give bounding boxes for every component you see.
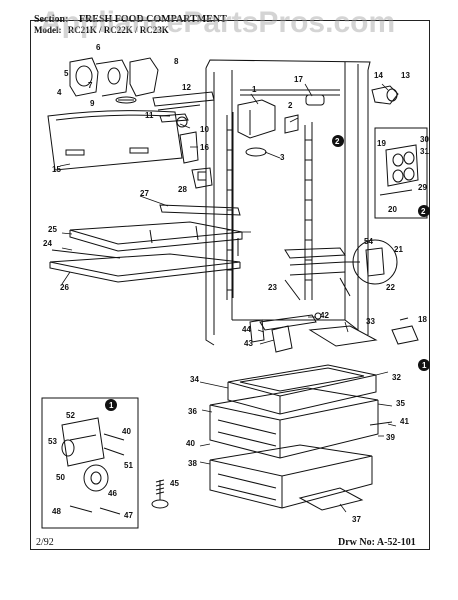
callout-24: 24 (43, 239, 52, 248)
watermark: AppliancePartsPros.com (40, 6, 396, 39)
callout-39: 39 (386, 433, 395, 442)
callout-42: 42 (320, 311, 329, 320)
callout-19: 19 (377, 139, 386, 148)
callout-22: 22 (386, 283, 395, 292)
callout-4: 4 (57, 88, 62, 97)
control-bar (152, 91, 215, 111)
callout-8: 8 (174, 57, 179, 66)
diagram-frame (30, 20, 430, 550)
callout-51: 51 (124, 461, 133, 470)
callout-15: 15 (52, 165, 61, 174)
callout-34: 34 (190, 375, 199, 384)
section-header: Section: FRESH FOOD COMPARTMENT (34, 14, 227, 25)
ref-marker-1a: 1 (422, 361, 427, 370)
model-text: RC21K / RC22K / RC23K (67, 25, 169, 35)
callout-9: 9 (90, 99, 95, 108)
part-callouts: 4 5 6 7 8 9 10 11 12 13 14 15 16 17 18 1… (43, 43, 429, 524)
callout-10: 10 (200, 125, 209, 134)
callout-23: 23 (268, 283, 277, 292)
section-label: Section: (34, 14, 69, 25)
glass-shelf (49, 204, 243, 283)
callout-3: 3 (280, 153, 285, 162)
callout-43: 43 (244, 339, 253, 348)
callout-35: 35 (396, 399, 405, 408)
callout-45: 45 (170, 479, 179, 488)
ref-marker-1b: 1 (109, 401, 114, 410)
reference-markers (105, 135, 430, 411)
callout-5: 5 (64, 69, 69, 78)
hinge-bracket (371, 85, 399, 105)
liner-rails (284, 247, 351, 301)
callout-1: 1 (252, 85, 257, 94)
clip-detail-circle (345, 239, 398, 285)
drawing-number: Drw No: A-52-101 (338, 537, 416, 548)
control-housing (237, 99, 276, 157)
callout-41: 41 (400, 417, 409, 426)
callout-28: 28 (178, 185, 187, 194)
callout-21: 21 (394, 245, 403, 254)
section-title: FRESH FOOD COMPARTMENT (78, 14, 227, 25)
callout-40: 40 (186, 439, 195, 448)
damper-detail-inset (374, 127, 428, 219)
leveling-leg (151, 479, 169, 509)
callout-30: 30 (420, 135, 429, 144)
callout-25: 25 (48, 225, 57, 234)
callout-11: 11 (145, 111, 154, 120)
callout-20: 20 (388, 205, 397, 214)
leader-lines (59, 83, 397, 513)
callout-46: 46 (108, 489, 117, 498)
callout-53: 53 (48, 437, 57, 446)
callout-29: 29 (418, 183, 427, 192)
drawer-frame-bar (249, 312, 322, 353)
ref-marker-2a: 2 (335, 137, 340, 146)
callout-27: 27 (140, 189, 149, 198)
callout-18: 18 (418, 315, 427, 324)
callout-44: 44 (242, 325, 251, 334)
ref-marker-2b: 2 (421, 207, 426, 216)
callout-6: 6 (96, 43, 101, 52)
callout-13: 13 (401, 71, 410, 80)
roller-inset (41, 397, 139, 529)
model-header: Model: RC21K / RC22K / RC23K (34, 25, 169, 35)
callout-16: 16 (200, 143, 209, 152)
callout-26: 26 (60, 283, 69, 292)
middle-drawer (209, 387, 393, 459)
callout-50: 50 (56, 473, 65, 482)
callout-40-inset: 40 (122, 427, 131, 436)
callout-52: 52 (66, 411, 75, 420)
control-panel-cover (47, 110, 199, 171)
callout-33: 33 (366, 317, 375, 326)
callout-38: 38 (188, 459, 197, 468)
callout-54: 54 (364, 237, 373, 246)
light-socket (284, 94, 325, 134)
lower-drawer (209, 444, 373, 511)
callout-32: 32 (392, 373, 401, 382)
callout-14: 14 (374, 71, 383, 80)
crisper-cover (308, 317, 419, 347)
callout-31: 31 (420, 147, 429, 156)
reference-marker-labels: 2 2 1 1 (109, 137, 427, 410)
callout-37: 37 (352, 515, 361, 524)
damper-assembly (69, 57, 159, 104)
callout-2: 2 (288, 101, 293, 110)
callout-12: 12 (182, 83, 191, 92)
callout-48: 48 (52, 507, 61, 516)
shelf-support (191, 167, 213, 189)
callout-17: 17 (294, 75, 303, 84)
callout-36: 36 (188, 407, 197, 416)
revision-date: 2/92 (36, 537, 54, 548)
cabinet-liner (205, 59, 371, 346)
callout-47: 47 (124, 511, 133, 520)
shelf-ladder-right (304, 122, 313, 300)
model-label: Model: (34, 25, 62, 35)
callout-7: 7 (88, 81, 93, 90)
